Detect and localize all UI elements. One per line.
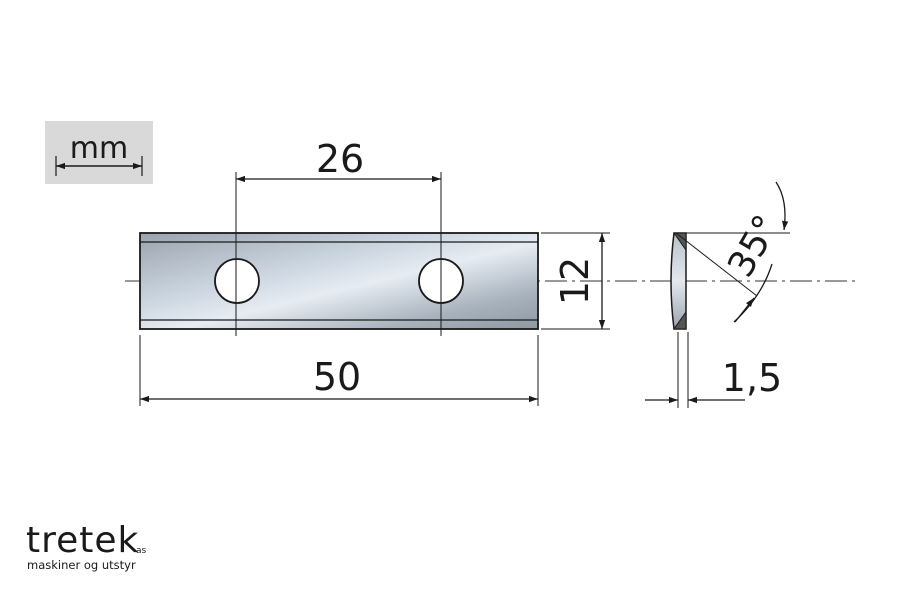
angle-arrow-bottom bbox=[734, 297, 755, 323]
company-logo: tretek as maskiner og utstyr bbox=[26, 520, 147, 572]
unit-box: mm bbox=[45, 121, 153, 184]
bevel-angle-dimension: 35° bbox=[675, 181, 790, 323]
blade-body bbox=[139, 232, 539, 330]
width-dimension: 12 bbox=[541, 232, 610, 330]
unit-label: mm bbox=[70, 131, 128, 166]
mounting-hole-left bbox=[214, 258, 260, 304]
hole-spacing-dimension: 26 bbox=[235, 137, 442, 336]
bevel-bottom bbox=[673, 310, 687, 330]
width-label: 12 bbox=[553, 257, 597, 305]
logo-tagline: maskiner og utstyr bbox=[27, 558, 136, 572]
thickness-label: 1,5 bbox=[722, 356, 782, 400]
blade-front-view bbox=[139, 232, 539, 330]
angle-bevel-line bbox=[675, 232, 758, 297]
length-label: 50 bbox=[313, 355, 361, 399]
length-dimension: 50 bbox=[139, 335, 539, 406]
angle-arrow-top bbox=[775, 181, 789, 231]
unit-box-background bbox=[45, 121, 153, 184]
hole-spacing-label: 26 bbox=[316, 137, 364, 181]
logo-suffix: as bbox=[136, 546, 147, 556]
logo-name: tretek bbox=[26, 520, 139, 561]
angle-label: 35° bbox=[720, 208, 787, 284]
blade-side-view: 1,5 bbox=[645, 232, 782, 408]
